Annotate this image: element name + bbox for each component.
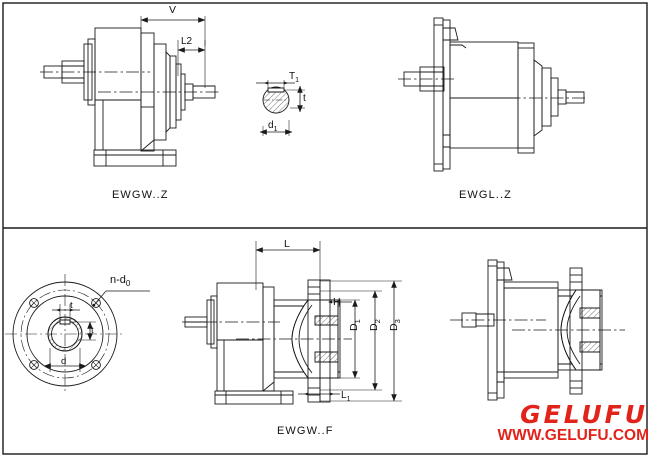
gearbox-housing [94, 27, 155, 152]
caption-ewgl-z: EWGL..Z [459, 189, 512, 201]
dimension-label-d: d [61, 356, 67, 367]
dimension-d2 [320, 290, 382, 391]
dia3-base: D [388, 323, 400, 331]
centre-lines [182, 321, 352, 340]
dimension-d3 [320, 280, 402, 402]
caption-ewgw-f: EWGW..F [277, 425, 334, 437]
dimension-label-d1: d1 [268, 120, 277, 133]
dimension-label-l1: L1 [341, 390, 350, 403]
mounting-flange [487, 259, 513, 401]
dimension-label-l: L [284, 238, 290, 250]
view-flange-face [5, 274, 150, 394]
n-d0-base: n-d [110, 274, 126, 286]
watermark-logo: GELUFU WWW.GELUFU.COM [492, 400, 650, 444]
dimension-t1 [256, 81, 295, 85]
output-flange-plate [307, 279, 331, 403]
input-shaft-right [557, 89, 585, 105]
centre-lines [40, 71, 220, 93]
dimension-v [140, 16, 206, 46]
dimension-l [255, 241, 321, 290]
dimension-label-d1-dia: D1 [348, 319, 362, 331]
dimension-label-h: H [333, 296, 341, 308]
dia2-base: D [368, 323, 380, 331]
shaft-section [262, 86, 290, 114]
dimension-d [43, 348, 87, 372]
foot-base [214, 390, 294, 405]
mounting-flange [433, 17, 459, 172]
centre-lines [5, 274, 125, 394]
n-d0-subscript: 0 [125, 279, 131, 289]
dia1-base: D [348, 323, 360, 331]
leader-n-d0 [92, 290, 150, 307]
dimension-t-horizontal [52, 304, 80, 322]
dimension-label-t1: T1 [289, 71, 299, 84]
d1-base: d [268, 120, 274, 131]
dimension-label-v: V [169, 4, 177, 16]
t1-base: T [289, 71, 296, 82]
foot-base [93, 149, 177, 167]
dia1-subscript: 1 [353, 319, 363, 324]
gearbox-housing [216, 282, 275, 392]
dia3-subscript: 3 [393, 319, 403, 324]
gearbox-housing [449, 41, 519, 149]
website-url: WWW.GELUFU.COM [497, 427, 649, 444]
centre-lines [398, 78, 588, 99]
view-keyway-detail [256, 80, 305, 136]
view-ewgl-z [398, 17, 588, 172]
d1-subscript: 1 [273, 126, 278, 133]
centre-lines [450, 319, 625, 331]
dimension-l2 [177, 40, 206, 88]
dimension-label-n-d0: n-d0 [110, 274, 130, 288]
flange-hub-section [291, 299, 339, 379]
output-flange-plate [569, 267, 583, 395]
view-ewgw-z [40, 16, 220, 167]
view-ewgw-f [182, 241, 402, 405]
brand-name: GELUFU [520, 400, 648, 429]
l1-base: L [341, 390, 347, 401]
caption-ewgw-z: EWGW..Z [112, 189, 169, 201]
dimension-d1 [330, 299, 360, 379]
dimension-t-vertical [70, 321, 96, 341]
dimension-label-d2-dia: D2 [368, 319, 382, 331]
bolt-holes [29, 298, 101, 370]
dimension-label-t-detail: t [303, 93, 306, 104]
t1-subscript: 1 [295, 77, 300, 84]
dimension-label-t-right: t [91, 325, 94, 336]
dimension-label-t-top: t [70, 300, 73, 311]
dimension-label-l2: L2 [181, 36, 193, 47]
dia2-subscript: 2 [373, 319, 383, 324]
dimension-h [328, 300, 352, 304]
view-flange-right [450, 259, 625, 401]
l1-subscript: 1 [346, 396, 351, 403]
dimension-label-d3-dia: D3 [388, 319, 402, 331]
dimension-l1 [298, 388, 340, 400]
